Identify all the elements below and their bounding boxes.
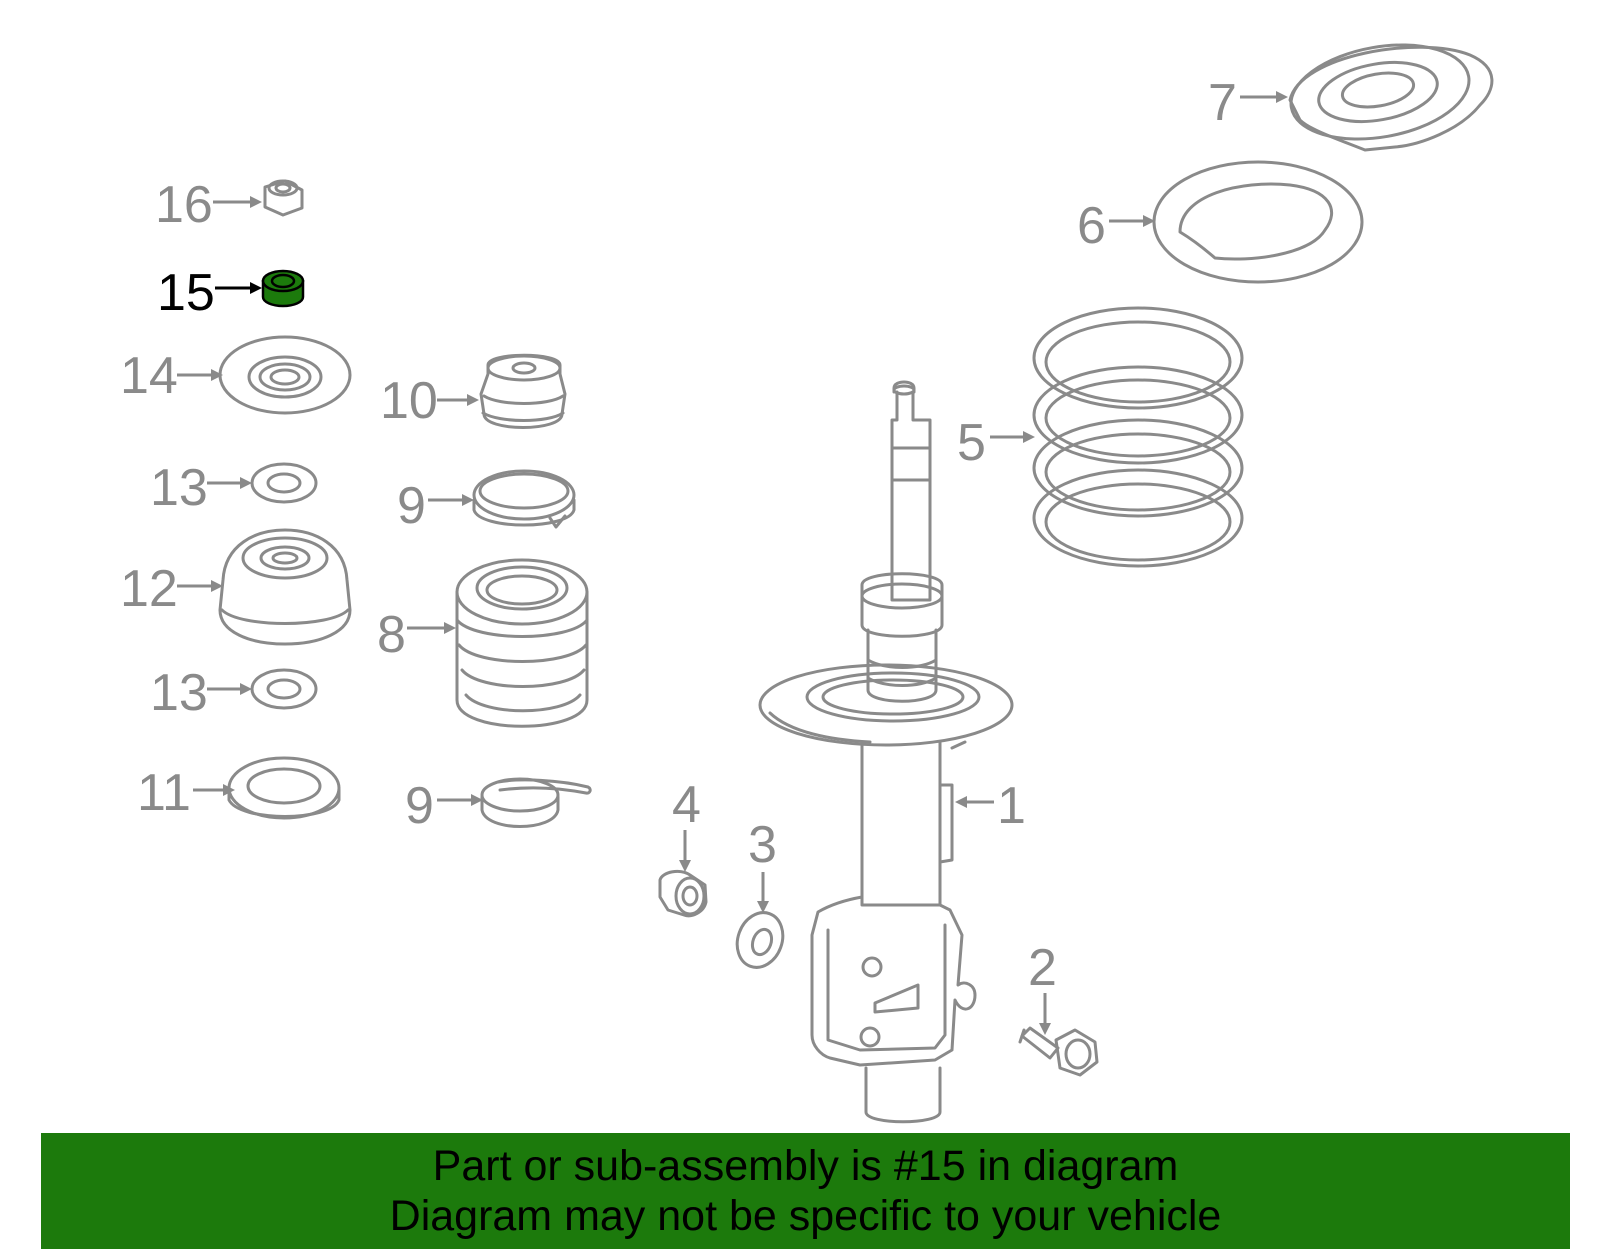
callout-9-upper: 9	[397, 477, 426, 535]
part-9-clamp-lower[interactable]	[480, 777, 592, 828]
arrowhead-15	[250, 282, 262, 294]
callout-11: 11	[137, 764, 191, 822]
part-4-nut[interactable]	[658, 869, 708, 918]
part-11-bearing[interactable]	[227, 756, 341, 820]
part-9-clamp-upper[interactable]	[472, 469, 576, 529]
callout-13-upper: 13	[150, 459, 208, 517]
part-12-strut-mount[interactable]	[218, 528, 352, 646]
callout-1: 1	[997, 777, 1026, 835]
part-8-dust-boot[interactable]	[455, 558, 589, 728]
part-16-nut[interactable]	[263, 179, 304, 217]
arrowhead-13-lower	[240, 683, 252, 695]
callout-7: 7	[1208, 74, 1237, 132]
part-6-insulator[interactable]	[1152, 160, 1364, 284]
part-10-bump-stop[interactable]	[479, 353, 567, 429]
arrowhead-14	[211, 369, 223, 381]
arrowhead-2	[1039, 1023, 1051, 1035]
arrowhead-11	[223, 784, 235, 796]
arrowhead-9-upper	[462, 494, 474, 506]
part-3-washer[interactable]	[730, 906, 790, 974]
callout-3: 3	[748, 816, 777, 874]
arrowhead-7	[1276, 91, 1288, 103]
banner-line-2: Diagram may not be specific to your vehi…	[389, 1192, 1222, 1240]
arrowhead-5	[1023, 431, 1035, 443]
arrowhead-9-lower	[471, 794, 483, 806]
callout-16: 16	[155, 176, 213, 234]
callout-6: 6	[1077, 197, 1106, 255]
callout-10: 10	[380, 372, 438, 430]
arrowhead-13-upper	[240, 477, 252, 489]
arrowhead-16	[250, 196, 262, 208]
info-banner: Part or sub-assembly is #15 in diagram D…	[41, 1133, 1570, 1249]
arrowhead-4	[679, 860, 691, 872]
callout-14: 14	[120, 347, 178, 405]
callout-12: 12	[120, 560, 178, 618]
part-2-bolt[interactable]	[1018, 1026, 1099, 1077]
part-7-upper-seat[interactable]	[1284, 32, 1494, 152]
arrowhead-3	[757, 901, 769, 913]
callout-9-lower: 9	[405, 777, 434, 835]
arrowhead-8	[444, 622, 456, 634]
callout-13-lower: 13	[150, 664, 208, 722]
callout-4: 4	[672, 776, 701, 834]
arrowhead-1	[955, 796, 967, 808]
banner-line-1: Part or sub-assembly is #15 in diagram	[432, 1142, 1179, 1190]
callout-5: 5	[957, 414, 986, 472]
arrowhead-12	[211, 580, 223, 592]
arrowhead-10	[467, 394, 479, 406]
part-14-plate[interactable]	[218, 335, 352, 415]
part-15-bushing[interactable]	[261, 269, 305, 308]
part-13-washer-lower[interactable]	[250, 668, 318, 710]
callout-2: 2	[1028, 939, 1057, 997]
part-5-coil-spring[interactable]	[1032, 306, 1244, 568]
callout-15: 15	[157, 264, 215, 322]
part-13-washer-upper[interactable]	[250, 462, 318, 504]
part-1-strut[interactable]	[758, 380, 1014, 1124]
arrowhead-6	[1143, 215, 1155, 227]
callout-8: 8	[377, 606, 406, 664]
